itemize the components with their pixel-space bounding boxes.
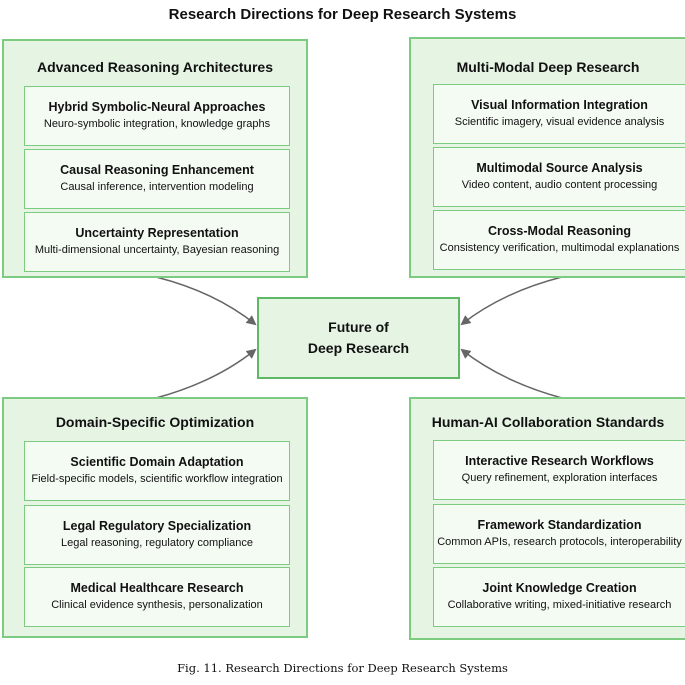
card-multimodal-source: Multimodal Source Analysis Video content… bbox=[433, 147, 685, 207]
arrow-bottom-right bbox=[460, 348, 563, 399]
card-interactive-workflows: Interactive Research Workflows Query ref… bbox=[433, 440, 685, 500]
group-title: Domain-Specific Optimization bbox=[55, 414, 255, 430]
card-subtitle: Query refinement, exploration interfaces bbox=[461, 472, 658, 484]
card-causal-reasoning: Causal Reasoning Enhancement Causal infe… bbox=[24, 149, 290, 209]
card-scientific-domain: Scientific Domain Adaptation Field-speci… bbox=[24, 441, 290, 501]
card-title: Hybrid Symbolic-Neural Approaches bbox=[48, 100, 266, 114]
card-title: Framework Standardization bbox=[477, 518, 642, 532]
card-title: Visual Information Integration bbox=[471, 98, 648, 112]
arrow-bottom-left bbox=[155, 348, 257, 399]
card-title: Interactive Research Workflows bbox=[465, 454, 654, 468]
figure-caption: Fig. 11. Research Directions for Deep Re… bbox=[177, 661, 508, 675]
card-title: Causal Reasoning Enhancement bbox=[60, 163, 254, 177]
group-title: Multi-Modal Deep Research bbox=[456, 59, 640, 75]
diagram-title: Research Directions for Deep Research Sy… bbox=[168, 6, 517, 23]
center-node: Future of Deep Research bbox=[257, 297, 460, 379]
card-legal-regulatory: Legal Regulatory Specialization Legal re… bbox=[24, 505, 290, 565]
card-visual-information: Visual Information Integration Scientifi… bbox=[433, 84, 685, 144]
card-medical-healthcare: Medical Healthcare Research Clinical evi… bbox=[24, 567, 290, 627]
card-subtitle: Collaborative writing, mixed-initiative … bbox=[447, 599, 672, 611]
card-subtitle: Clinical evidence synthesis, personaliza… bbox=[51, 599, 263, 611]
card-cross-modal: Cross-Modal Reasoning Consistency verifi… bbox=[433, 210, 685, 270]
card-subtitle: Consistency verification, multimodal exp… bbox=[439, 242, 680, 254]
card-subtitle: Common APIs, research protocols, interop… bbox=[437, 536, 682, 548]
card-subtitle: Multi-dimensional uncertainty, Bayesian … bbox=[34, 244, 280, 256]
card-joint-knowledge: Joint Knowledge Creation Collaborative w… bbox=[433, 567, 685, 627]
group-human-ai-collaboration: Human-AI Collaboration Standards Interac… bbox=[409, 397, 685, 640]
card-title: Multimodal Source Analysis bbox=[476, 161, 643, 175]
group-multi-modal: Multi-Modal Deep Research Visual Informa… bbox=[409, 37, 685, 278]
arrow-top-left bbox=[155, 276, 257, 326]
card-title: Joint Knowledge Creation bbox=[482, 581, 637, 595]
center-line-1: Future of bbox=[328, 319, 389, 335]
card-subtitle: Video content, audio content processing bbox=[461, 179, 658, 191]
card-framework-standardization: Framework Standardization Common APIs, r… bbox=[433, 504, 685, 564]
card-hybrid-symbolic-neural: Hybrid Symbolic-Neural Approaches Neuro-… bbox=[24, 86, 290, 146]
group-title: Human-AI Collaboration Standards bbox=[431, 414, 665, 430]
card-subtitle: Causal inference, intervention modeling bbox=[60, 181, 254, 193]
group-domain-specific: Domain-Specific Optimization Scientific … bbox=[2, 397, 308, 638]
card-title: Medical Healthcare Research bbox=[70, 581, 244, 595]
card-subtitle: Neuro-symbolic integration, knowledge gr… bbox=[43, 118, 271, 130]
arrow-top-right bbox=[460, 276, 563, 326]
card-subtitle: Scientific imagery, visual evidence anal… bbox=[454, 116, 665, 128]
card-subtitle: Field-specific models, scientific workfl… bbox=[31, 473, 283, 485]
center-line-2: Deep Research bbox=[307, 340, 410, 356]
card-title: Legal Regulatory Specialization bbox=[62, 519, 252, 533]
group-title: Advanced Reasoning Architectures bbox=[37, 59, 273, 75]
card-title: Scientific Domain Adaptation bbox=[70, 455, 244, 469]
card-subtitle: Legal reasoning, regulatory compliance bbox=[60, 537, 253, 549]
group-advanced-reasoning: Advanced Reasoning Architectures Hybrid … bbox=[2, 39, 308, 278]
card-uncertainty-representation: Uncertainty Representation Multi-dimensi… bbox=[24, 212, 290, 272]
card-title: Uncertainty Representation bbox=[75, 226, 239, 240]
card-title: Cross-Modal Reasoning bbox=[487, 224, 632, 238]
